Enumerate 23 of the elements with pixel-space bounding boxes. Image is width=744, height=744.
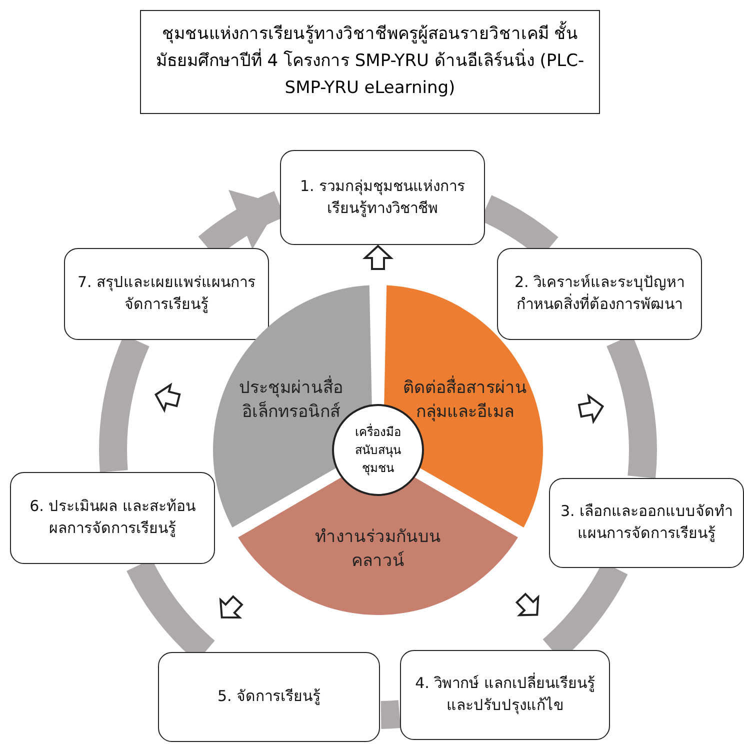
- step-box: [158, 652, 380, 742]
- sector-text: ประชุมผ่านสื่ออิเล็กทรอนิกส์: [238, 376, 344, 424]
- step-box: [280, 150, 485, 245]
- step-text: 1. รวมกลุ่มชุมชนแห่งการเรียนรู้ทางวิชาชีพ: [298, 176, 466, 219]
- step-box: [64, 248, 269, 340]
- step-box: [400, 650, 610, 740]
- sector-text: ทำงานร่วมกันบนคลาวน์: [314, 526, 442, 573]
- hollow-arrow: [515, 592, 540, 616]
- step-text: 2. วิเคราะห์และระบุปัญหากำหนดสิ่งที่ต้องการพัฒนา: [513, 272, 686, 315]
- step-text: 7. สรุปและเผยแพร่แผนการจัดการเรียนรู้: [76, 272, 257, 315]
- hollow-arrow: [362, 244, 394, 270]
- cycle-band: [380, 700, 401, 729]
- step-text: 3. เลือกและออกแบบจัดทำแผนการจัดการเรียนรู้: [560, 501, 733, 544]
- step-box: [10, 472, 215, 564]
- hollow-arrow: [219, 595, 244, 619]
- step-text: 5. จัดการเรียนรู้: [217, 686, 321, 708]
- step-box: [549, 478, 744, 568]
- step-text: 6. ประเมินผล และสะท้อนผลการจัดการเรียนรู้: [28, 496, 196, 539]
- sector-text: ติดต่อสื่อสารผ่านกลุ่มและอีเมล: [402, 376, 528, 424]
- title-box: ชุมชนแห่งการเรียนรู้ทางวิชาชีพครูผู้สอนรายวิชาเคมี ชั้นมัธยมศึกษาปีที่ 4 โครงการ SMP-YRU ด้านอีเลิร์นนิ่ง (PLC-SMP-YRU eLearning): [140, 10, 600, 114]
- step-box: [497, 248, 702, 340]
- step-text: 4. วิพากษ์ แลกเปลี่ยนเรียนรู้ และปรับปรุงแก้ไข: [414, 673, 596, 716]
- center-text: เครื่องมือสนับสนุนชุมชน: [354, 423, 402, 477]
